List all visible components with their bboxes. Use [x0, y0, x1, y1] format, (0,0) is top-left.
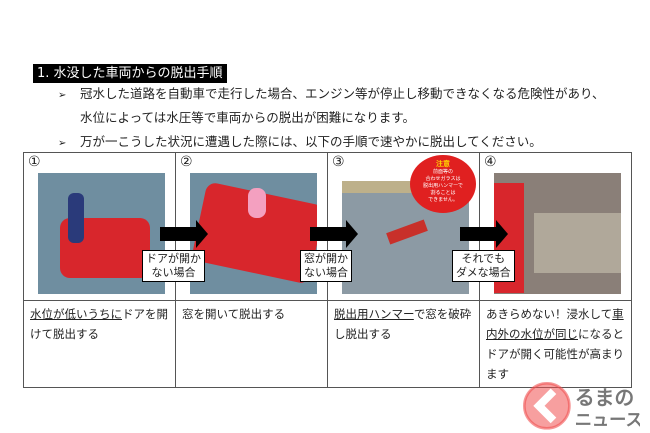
label-line: ドアが開か: [146, 252, 201, 265]
bullet-2: ➢ 万が一こうした状況に遭遇した際には、以下の手順で速やかに脱出してください。: [58, 134, 542, 152]
kuruma-news-watermark-logo: るまの ニュース: [523, 381, 640, 431]
warning-burst: 注意前面等の合わせガラスは脱出用ハンマーで割ることはできません。: [410, 155, 476, 213]
text: になるとドアが開く可能性が高まります: [486, 327, 624, 381]
label-line: ない場合: [151, 266, 196, 279]
text-underlined: 水位が低いうちに: [30, 307, 122, 321]
warning-line: 割ることは: [430, 190, 456, 196]
bullet-text: 万が一こうした状況に遭遇した際には、以下の手順で速やかに脱出してください。: [80, 134, 542, 149]
section-title: 1. 水没した車両からの脱出手順: [33, 64, 227, 83]
text-underlined: 車内外の水位が同じ: [486, 307, 624, 341]
text-underlined: 脱出用ハンマー: [334, 307, 414, 321]
bullet-1-cont: 水位によっては水圧等で車両からの脱出が困難になります。: [80, 110, 416, 125]
step-4-text: あきらめない！浸水して車内外の水位が同じになるとドアが開く可能性が高まります: [479, 300, 632, 388]
text: あきらめない！浸水して: [486, 307, 613, 321]
arrow-right-icon: [160, 220, 208, 248]
warning-title: 注意: [436, 160, 450, 168]
warning-line: 脱出用ハンマーで: [423, 183, 463, 189]
bullet-1: ➢ 冠水した道路を自動車で走行した場合、エンジン等が停止し移動できなくなる危険性が…: [58, 86, 605, 104]
warning-line: 前面等の: [432, 169, 453, 175]
text: で窓を破砕し脱出する: [334, 307, 472, 341]
warning-line: できません。: [428, 197, 458, 203]
label-line: 窓が開か: [304, 252, 348, 265]
text: ドアを開けて脱出する: [30, 307, 168, 341]
arrow-right-icon: [310, 220, 358, 248]
arrow-right-icon: [460, 220, 508, 248]
step-number: ①: [28, 154, 41, 170]
arrow-label-2: 窓が開かない場合: [300, 250, 352, 282]
step-number: ②: [180, 154, 193, 170]
label-line: それでも: [461, 252, 506, 265]
bullet-marker: ➢: [58, 90, 67, 101]
step-1-text: 水位が低いうちにドアを開けて脱出する: [23, 300, 176, 388]
svg-text:るまの: るまの: [575, 387, 635, 410]
arrow-label-1: ドアが開かない場合: [142, 250, 205, 282]
step-3-text: 脱出用ハンマーで窓を破砕し脱出する: [327, 300, 480, 388]
step-2-text: 窓を開いて脱出する: [175, 300, 328, 388]
text: 窓を開いて脱出する: [182, 307, 286, 321]
label-line: ダメな場合: [456, 266, 511, 279]
step-number: ④: [484, 154, 497, 170]
warning-line: 合わせガラスは: [425, 176, 461, 182]
label-line: ない場合: [304, 266, 348, 279]
bullet-marker: ➢: [58, 138, 67, 149]
bullet-text: 冠水した道路を自動車で走行した場合、エンジン等が停止し移動できなくなる危険性があ…: [80, 86, 605, 101]
step-number: ③: [332, 154, 345, 170]
arrow-label-3: それでもダメな場合: [452, 250, 515, 282]
escape-steps-table: ① ② ③ 注意前面等の合わせガラスは脱出用ハンマーで割ることはできません。 ④…: [23, 152, 632, 388]
svg-text:ニュース: ニュース: [575, 411, 640, 431]
